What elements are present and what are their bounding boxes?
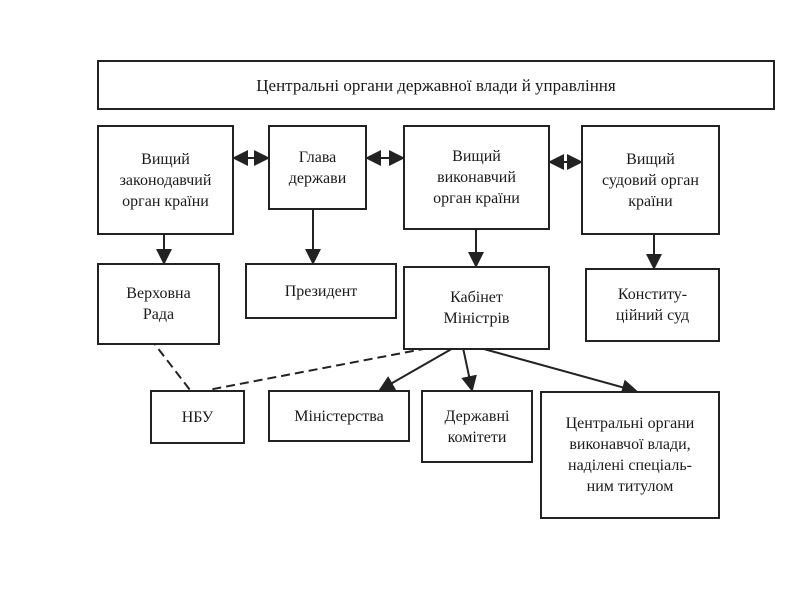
central-executive-bodies-box: Центральні органи виконавчої влади, наді… bbox=[540, 391, 720, 519]
judicial-branch-box: Вищий судовий орган країни bbox=[581, 125, 720, 235]
dashed-rada-nbu bbox=[149, 337, 191, 391]
ministries-box: Міністерства bbox=[268, 390, 410, 442]
constitutional-court-box: Конститу- ційний суд bbox=[585, 268, 720, 342]
nbu-box: НБУ bbox=[150, 390, 245, 444]
legislative-branch-box: Вищий законодавчий орган країни bbox=[97, 125, 234, 235]
dashed-cabinet-nbu bbox=[207, 342, 456, 391]
verkhovna-rada-box: Верховна Рада bbox=[97, 263, 220, 345]
arrow-to-central-bodies bbox=[461, 342, 638, 395]
central-authorities-header: Центральні органи державної влади й упра… bbox=[97, 60, 775, 110]
arrow-to-ministries bbox=[378, 342, 463, 391]
head-of-state-box: Глава держави bbox=[268, 125, 367, 210]
state-committees-box: Державні комітети bbox=[421, 390, 533, 463]
arrow-to-committees bbox=[461, 342, 477, 392]
executive-branch-box: Вищий виконавчий орган країни bbox=[403, 125, 550, 230]
president-box: Президент bbox=[245, 263, 397, 319]
cabinet-of-ministers-box: Кабінет Міністрів bbox=[403, 266, 550, 350]
